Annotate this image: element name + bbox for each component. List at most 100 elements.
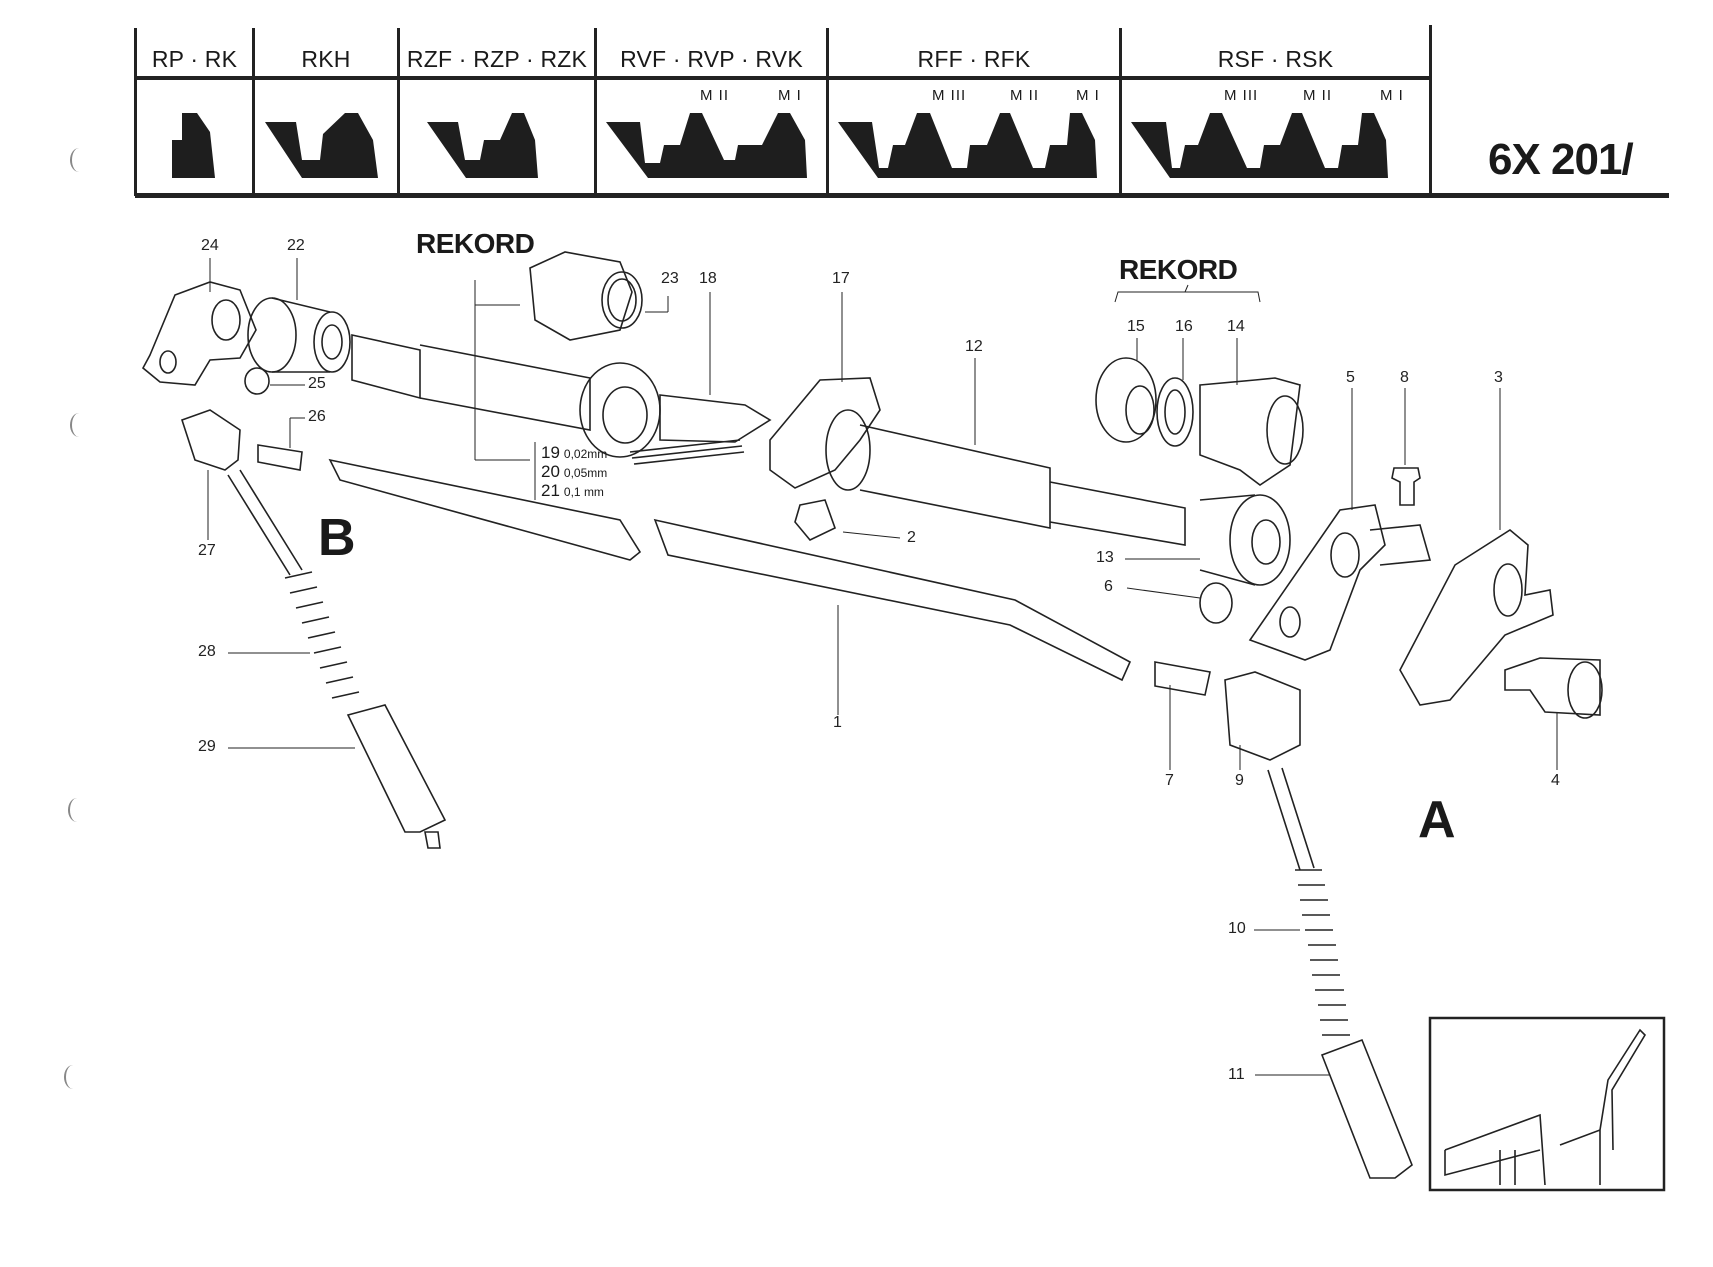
callout-9: 9 (1235, 772, 1244, 789)
shim-part-number: 20 (541, 462, 560, 481)
callout-7: 7 (1165, 772, 1174, 789)
profile-rkh (265, 113, 378, 178)
part-23-bore (601, 271, 643, 329)
part-4-roller (1504, 657, 1601, 716)
callout-3: 3 (1494, 369, 1503, 386)
part-5-arm (1369, 524, 1432, 566)
shim-part-number: 21 (541, 481, 560, 500)
callout-22: 22 (287, 237, 305, 254)
inset-box (1428, 1016, 1666, 1192)
callout-5: 5 (1346, 369, 1355, 386)
part-6 (1199, 582, 1233, 624)
callout-23: 23 (661, 270, 679, 287)
callout-6: 6 (1104, 578, 1113, 595)
cylinder-29 (346, 704, 447, 833)
part-24-bracket (141, 281, 257, 386)
part-12-shaft-thin (1049, 481, 1186, 546)
part-22-body (271, 297, 331, 373)
part-1-knife (653, 518, 1132, 682)
module-label: M II (700, 87, 729, 104)
parts-drawing (141, 251, 1666, 1192)
header-col-divider (1429, 25, 1432, 193)
part-8-screw (1391, 467, 1421, 506)
header-label-rsf: RSF · RSK (1217, 46, 1334, 72)
part-22-bore (321, 324, 343, 360)
part-23-housing (529, 251, 633, 341)
part-5-bore (1330, 532, 1360, 578)
profile-rff (838, 113, 1097, 178)
rod-b (227, 469, 303, 576)
header-col-divider (252, 28, 255, 196)
part-16-washer (1156, 377, 1194, 447)
leader-lines (207, 258, 1558, 1076)
part-12-shaft (859, 424, 1051, 529)
part-15 (1095, 357, 1157, 443)
part-2-nut (794, 499, 836, 541)
part-25 (244, 367, 270, 395)
callout-1: 1 (833, 714, 842, 731)
callout-15: 15 (1127, 318, 1145, 335)
module-label: M III (932, 87, 967, 104)
assembly-label-b: B (318, 509, 356, 567)
header-label-rkh: RKH (301, 46, 351, 72)
shaft-left (351, 334, 421, 400)
callout-24: 24 (201, 237, 219, 254)
callout-14: 14 (1227, 318, 1245, 335)
cylinder-11 (1320, 1038, 1413, 1179)
part-3-bore (1493, 563, 1523, 617)
part-4-face (1567, 661, 1603, 719)
profile-rzf (427, 113, 538, 178)
part-27-clevis (180, 409, 241, 471)
part-14-body (1199, 377, 1301, 486)
rekord-label-left: REKORD (416, 228, 535, 259)
part-14-bore (1266, 395, 1304, 465)
module-label: M I (778, 87, 802, 104)
document-id: 6X 201/ (1488, 135, 1634, 184)
part-13-body (1199, 494, 1256, 586)
callout-25: 25 (308, 375, 326, 392)
part-13-bore (1251, 519, 1281, 565)
header-col-divider (134, 28, 137, 196)
spring-10 (1295, 869, 1350, 1036)
part-13-collar (1229, 494, 1291, 586)
knife-b (328, 458, 642, 561)
callout-12: 12 (965, 338, 983, 355)
part-17-bore (825, 409, 871, 491)
header-col-divider (594, 28, 597, 196)
rekord-left-bracket (474, 280, 520, 460)
callout-27: 27 (198, 542, 216, 559)
module-label: M III (1224, 87, 1259, 104)
shim-stack (629, 439, 745, 465)
callout-18: 18 (699, 270, 717, 287)
part-5-small-bore (1279, 606, 1301, 638)
module-label: M II (1010, 87, 1039, 104)
profile-rsf (1131, 113, 1388, 178)
header-bottom-rule (135, 193, 1669, 198)
binder-hole-mark (68, 798, 86, 822)
shim-thickness: 0,05mm (563, 466, 608, 480)
header-label-rzf: RZF · RZP · RZK (406, 46, 588, 72)
part-18-block (659, 394, 772, 443)
rekord-label-right: REKORD (1119, 254, 1238, 285)
callout-26: 26 (308, 408, 326, 425)
callout-13: 13 (1096, 549, 1114, 566)
rekord-right-bracket (1114, 284, 1261, 303)
header-top-rule (135, 76, 1431, 80)
header-label-rvf: RVF · RVP · RVK (620, 46, 803, 72)
binder-hole-mark (64, 1065, 82, 1089)
header-label-rff: RFF · RFK (917, 46, 1031, 72)
part-26-pin (257, 444, 303, 471)
callout-16: 16 (1175, 318, 1193, 335)
cylinder-29-tip (424, 831, 441, 849)
part-15-bore (1125, 385, 1155, 435)
assembly-label-a: A (1418, 791, 1456, 849)
inset-guide-left (1444, 1113, 1546, 1186)
inset-guide-right (1559, 1028, 1647, 1185)
binder-hole-mark (70, 413, 88, 437)
part-18-bore (602, 386, 648, 444)
part-17-clamp (769, 377, 881, 489)
